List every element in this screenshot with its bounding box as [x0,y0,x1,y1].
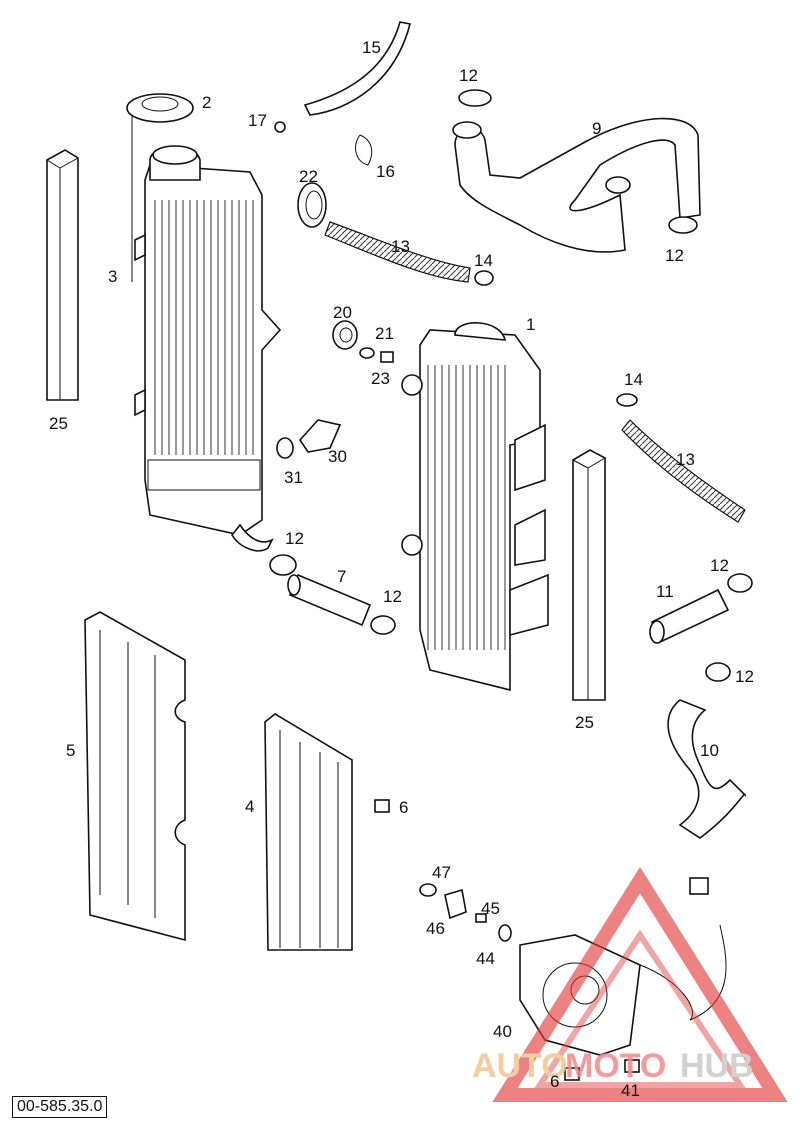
seal-22 [297,182,327,228]
hose-10 [667,699,746,839]
hose-clip-12-top [458,89,492,107]
radiator-shroud-4 [264,713,353,951]
hose-clip-12-d [705,662,731,682]
watermark: AUTO MOTO HUB [472,866,788,1102]
callout-6-upper: 6 [399,798,408,817]
nut-44 [498,924,512,942]
callout-25-right: 25 [575,713,594,732]
diagram-reference-number: 00-585.35.0 [12,1096,108,1118]
callout-45: 45 [481,899,500,918]
callout-6-lower: 6 [550,1072,559,1091]
temperature-sensor-30 [298,419,342,453]
callout-17: 17 [248,111,267,130]
foam-strip-right [572,449,606,701]
callout-13-upper: 13 [391,237,410,256]
grommet-20 [332,320,358,350]
hose-clip-12-a [269,554,297,576]
callout-7: 7 [337,567,346,586]
callout-12-right: 12 [665,246,684,265]
radiator-shroud-5 [84,611,186,942]
callout-16: 16 [376,162,395,181]
callout-1: 1 [526,315,535,334]
callout-2: 2 [202,93,211,112]
callout-41: 41 [621,1081,640,1100]
bolt-23 [380,351,394,363]
callout-44: 44 [476,949,495,968]
callout-31: 31 [284,468,303,487]
breather-hose-13-upper [324,221,471,283]
radiator-left [134,145,282,552]
callout-20: 20 [333,303,352,322]
callout-47: 47 [432,863,451,882]
hose-clip-12-b [370,615,396,635]
callout-12-c: 12 [710,556,729,575]
clip-17 [274,121,286,133]
callout-12-top: 12 [459,66,478,85]
nut-41 [624,1059,640,1073]
watermark-moto: MOTO [565,1047,666,1085]
nut-6-lower [564,1067,580,1081]
callout-labels: 1 2 3 4 5 6 6 7 9 10 11 12 12 12 12 12 1… [49,38,754,1100]
hose-9 [452,117,701,253]
hose-15 [303,21,411,116]
hose-clip-12-right [668,216,698,234]
radiator-cap [126,93,194,282]
callout-30: 30 [328,447,347,466]
callout-25-left: 25 [49,414,68,433]
callout-13-right: 13 [676,450,695,469]
callout-14-right: 14 [624,370,643,389]
radiator-right [401,322,549,692]
callout-22: 22 [299,167,318,186]
hose-11 [649,588,730,644]
callout-4: 4 [245,797,254,816]
callout-11: 11 [656,582,674,601]
spacer-46 [444,888,467,920]
callout-15: 15 [362,38,381,57]
clip-14-right [616,393,638,407]
clip-14-upper [474,270,494,286]
callout-23: 23 [371,369,390,388]
foam-strip-left [46,149,79,401]
callout-21: 21 [375,324,394,343]
washer-21 [359,347,375,359]
nut-6-upper [374,799,390,813]
callout-5: 5 [66,741,75,760]
callout-12-a: 12 [285,529,304,548]
callout-9: 9 [592,119,601,138]
callout-12-b: 12 [383,587,402,606]
breather-hose-13-right [621,419,746,523]
seal-ring-31 [276,437,294,459]
callout-14-upper: 14 [474,251,493,270]
callout-10: 10 [700,741,719,760]
hose-clip-12-c [727,573,753,593]
watermark-auto: AUTO [472,1047,568,1085]
spring-clip-16 [355,134,373,166]
callout-46: 46 [426,919,445,938]
washer-47 [419,883,437,897]
callout-40: 40 [493,1022,512,1041]
bolt-45 [475,913,487,923]
callout-3: 3 [108,267,117,286]
watermark-hub: HUB [680,1047,754,1085]
hose-7 [287,573,372,627]
callout-12-d: 12 [735,667,754,686]
